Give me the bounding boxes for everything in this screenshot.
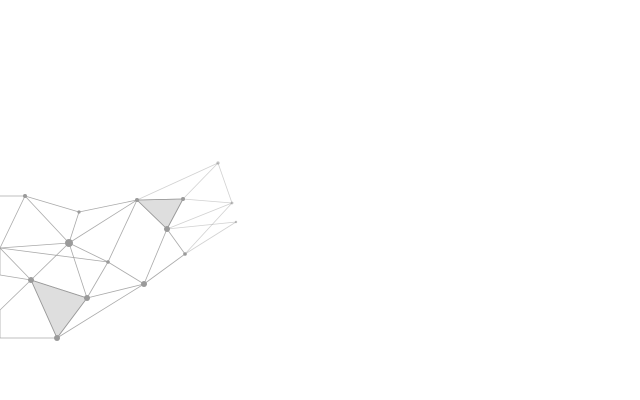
network-edge (56, 297, 88, 339)
network-edge (78, 199, 138, 213)
network-edge (0, 247, 32, 281)
network-edge (136, 199, 168, 230)
network-edge (68, 242, 88, 299)
network-edge (136, 198, 184, 201)
network-node (84, 295, 90, 301)
network-edge (30, 279, 88, 299)
network-edge (182, 162, 219, 200)
network-node (183, 252, 187, 256)
network-edge (68, 199, 138, 244)
network-edge (0, 247, 109, 263)
network-edge (86, 261, 109, 299)
network-edge (56, 283, 145, 339)
network-node (106, 260, 110, 264)
network-edge (182, 198, 233, 204)
network-node (234, 220, 238, 224)
network-edge (143, 228, 168, 285)
network-node (77, 210, 81, 214)
network-node (28, 277, 34, 283)
network-edge (24, 195, 70, 244)
network-edge (143, 253, 186, 285)
network-edge (184, 221, 237, 255)
network-edge (184, 202, 233, 255)
network-edge (166, 202, 233, 230)
network-edge (30, 242, 70, 281)
network-node (65, 239, 73, 247)
network-node (141, 281, 147, 287)
network-node (164, 226, 170, 232)
network-edge (166, 221, 237, 230)
network-node (23, 194, 27, 198)
network-edge (107, 199, 138, 263)
network-edge (107, 261, 145, 285)
network-node (230, 201, 234, 205)
network-edge (166, 228, 186, 255)
network-node (54, 335, 60, 341)
network-edge (24, 195, 80, 213)
network-edge (86, 283, 145, 299)
network-edge (68, 242, 109, 263)
network-edge (0, 242, 70, 249)
network-edge (136, 162, 219, 201)
network-node (135, 198, 139, 202)
network-node (181, 197, 185, 201)
network-edge (0, 274, 32, 281)
network-edge (68, 211, 80, 244)
network-edge (166, 198, 184, 230)
network-edge (0, 195, 26, 249)
network-shaded-triangle (136, 198, 184, 230)
network-edge (30, 279, 58, 339)
network-node (216, 161, 220, 165)
network-edge (217, 162, 233, 204)
network-edge (0, 279, 32, 311)
